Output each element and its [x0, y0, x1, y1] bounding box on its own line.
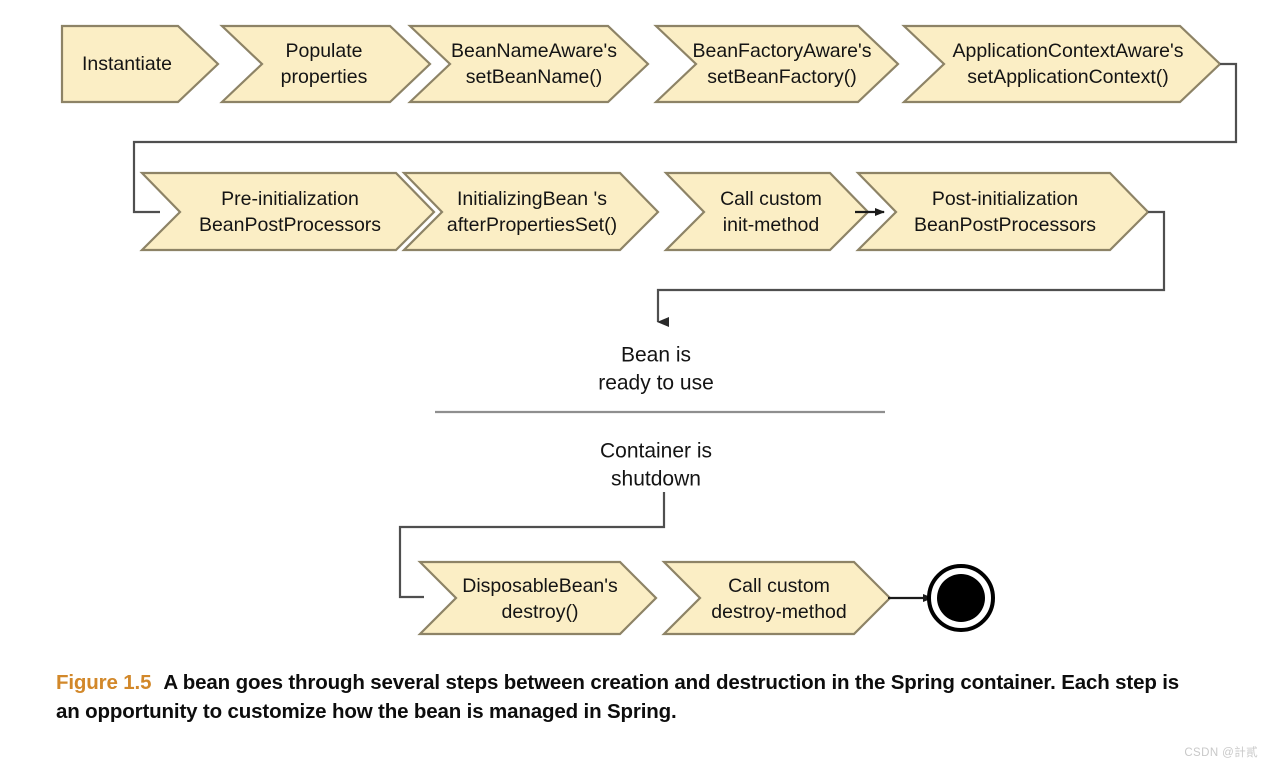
step-label-line2: BeanPostProcessors — [199, 214, 381, 236]
step-call-custom-init-method: Call custom init-method — [663, 171, 870, 252]
step-application-context-aware: ApplicationContextAware's setApplication… — [901, 24, 1222, 104]
step-label-line2: init-method — [723, 214, 819, 236]
state-bean-ready: Bean is ready to use — [598, 344, 714, 395]
state-label-line1: Container is — [600, 440, 712, 463]
lifecycle-flow-svg: Instantiate Populate properties BeanName… — [60, 24, 1238, 636]
figure-caption-line2: container. Each step is an opportunity t… — [56, 671, 1180, 724]
watermark: CSDN @計貳 — [1184, 747, 1258, 759]
step-label-line1: DisposableBean's — [462, 575, 618, 597]
connector-row2-to-bean-ready — [656, 210, 1166, 327]
figure-number: Figure 1.5 — [56, 671, 152, 694]
step-call-custom-destroy-method: Call custom destroy-method — [661, 560, 892, 636]
step-bean-factory-aware: BeanFactoryAware's setBeanFactory() — [653, 24, 900, 104]
step-label-line1: Call custom — [728, 575, 830, 597]
step-post-initialization-bpp: Post-initialization BeanPostProcessors — [855, 171, 1150, 252]
step-label: Instantiate — [82, 53, 172, 75]
step-label-line1: Populate — [286, 40, 363, 62]
connector-shutdown-to-destroy — [398, 492, 666, 599]
step-label-line1: BeanFactoryAware's — [693, 40, 872, 62]
step-label-line2: BeanPostProcessors — [914, 214, 1096, 236]
step-label-line2: destroy-method — [711, 601, 846, 623]
step-label-line2: properties — [281, 66, 368, 88]
state-label-line2: ready to use — [598, 372, 714, 395]
step-bean-name-aware: BeanNameAware's setBeanName() — [407, 24, 650, 104]
step-label-line2: setBeanFactory() — [707, 66, 857, 88]
step-label-line2: afterPropertiesSet() — [447, 214, 617, 236]
step-label-line1: BeanNameAware's — [451, 40, 617, 62]
step-label-line2: setApplicationContext() — [967, 66, 1169, 88]
step-initializing-bean: InitializingBean 's afterPropertiesSet() — [401, 171, 660, 252]
state-label-line2: shutdown — [611, 468, 701, 491]
step-pre-initialization-bpp: Pre-initialization BeanPostProcessors — [139, 171, 436, 252]
final-state-icon — [927, 564, 995, 632]
step-disposable-bean-destroy: DisposableBean's destroy() — [417, 560, 658, 636]
step-label-line1: ApplicationContextAware's — [953, 40, 1184, 62]
figure-caption: Figure 1.5 A bean goes through several st… — [56, 668, 1196, 726]
step-label-line1: Pre-initialization — [221, 188, 359, 210]
step-label-line1: Post-initialization — [932, 188, 1078, 210]
state-container-shutdown: Container is shutdown — [600, 440, 712, 491]
step-populate-properties: Populate properties — [219, 24, 432, 104]
state-label-line1: Bean is — [621, 344, 691, 367]
step-label-line1: InitializingBean 's — [457, 188, 607, 210]
step-instantiate: Instantiate — [60, 24, 220, 104]
figure-caption-line1: A bean goes through several steps betwee… — [163, 671, 955, 694]
step-label-line2: destroy() — [502, 601, 579, 623]
step-label-line2: setBeanName() — [466, 66, 603, 88]
step-label-line1: Call custom — [720, 188, 822, 210]
connector-row1-to-row2 — [132, 62, 1238, 214]
